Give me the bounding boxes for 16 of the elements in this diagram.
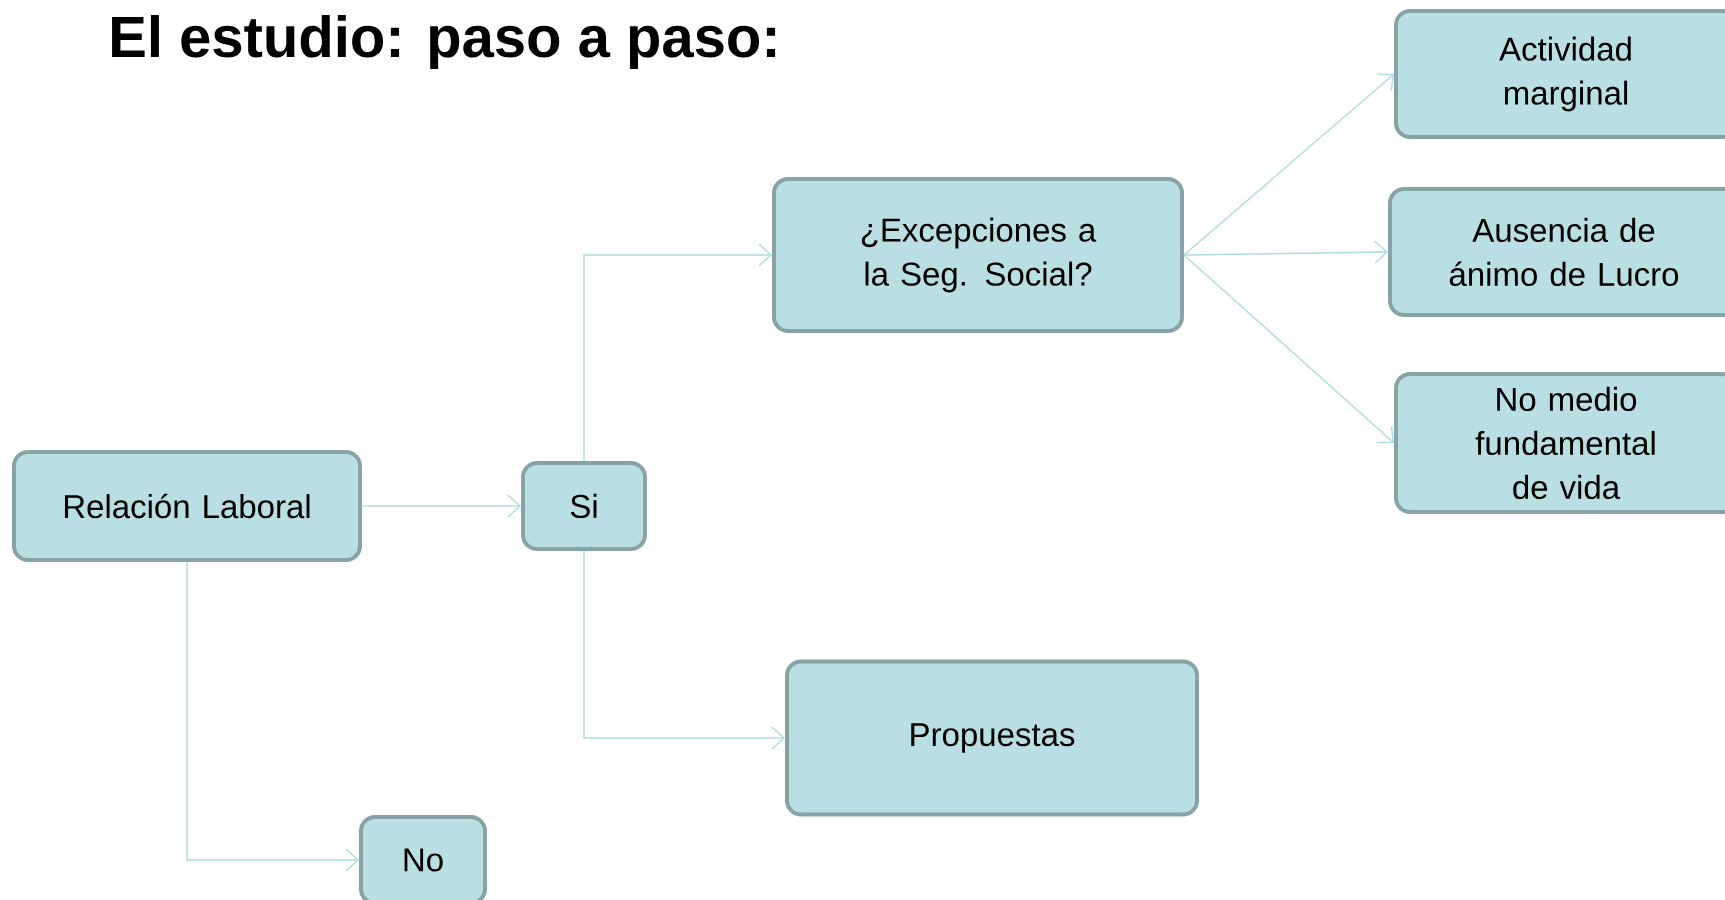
process-box: Ausencia de ánimo de Lucro xyxy=(1388,187,1725,317)
arrow xyxy=(1183,254,1394,444)
process-box: Relación Laboral xyxy=(12,450,362,562)
arrow xyxy=(1183,240,1388,264)
process-box: No xyxy=(359,815,487,900)
arrow xyxy=(1183,73,1394,256)
process-box: Si xyxy=(521,461,647,551)
arrow xyxy=(583,550,785,750)
arrow xyxy=(186,561,359,872)
process-box: Actividad marginal xyxy=(1394,9,1725,139)
title: El estudio: paso a paso: xyxy=(112,14,776,69)
process-box: Propuestas xyxy=(785,659,1199,817)
process-box: No medio fundamental de vida xyxy=(1394,372,1725,514)
process-box: ¿Excepciones a la Seg. Social? xyxy=(772,177,1184,333)
arrow xyxy=(583,243,772,462)
arrow xyxy=(361,494,521,518)
